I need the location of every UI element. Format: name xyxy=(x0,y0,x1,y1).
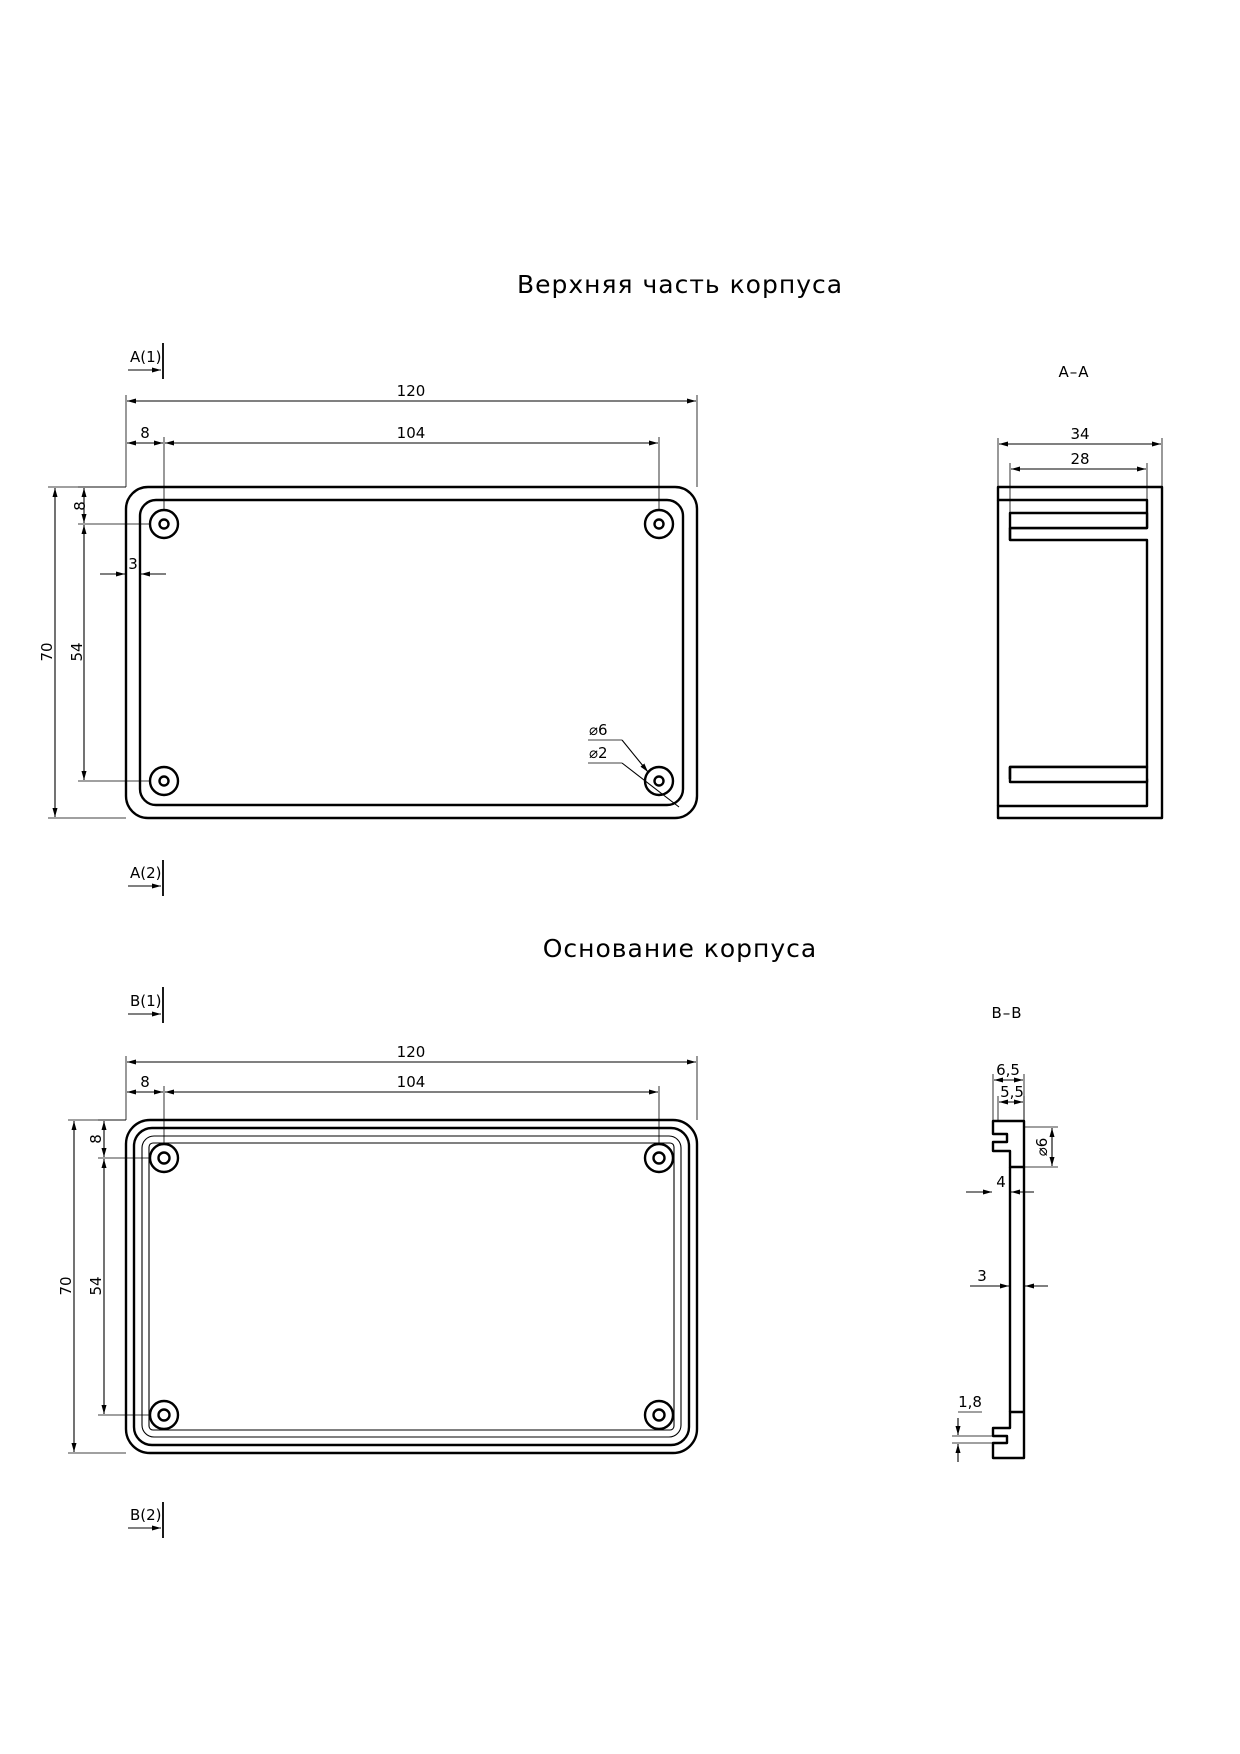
dim-label: 70 xyxy=(38,642,56,661)
dim-label: 3 xyxy=(977,1267,987,1285)
dim-label: ⌀2 xyxy=(589,744,608,762)
boss-outer-circle xyxy=(148,508,180,540)
hole-circle xyxy=(158,518,170,530)
dim-b-plate: 3 xyxy=(970,1267,1048,1289)
cut-marker-a1: A(1) xyxy=(128,343,164,379)
hole-circle xyxy=(158,775,170,787)
section-b-title: B–B xyxy=(991,1004,1022,1022)
boss-outer-circle xyxy=(643,508,675,540)
top-boss-br xyxy=(643,765,675,797)
dim-top-overall-length: 120 xyxy=(125,382,698,487)
hole-circle xyxy=(653,518,665,530)
dim-label: 8 xyxy=(71,501,89,511)
dim-b-boss-diameter: ⌀6 xyxy=(1024,1126,1058,1168)
boss-outer-circle xyxy=(643,1399,675,1431)
section-a-a: A–A 34 28 xyxy=(996,363,1164,820)
dim-label: 104 xyxy=(397,424,426,442)
dim-base-overall-length: 120 xyxy=(125,1043,698,1120)
cut-label-a2: A(2) xyxy=(130,864,162,882)
top-plan-view xyxy=(124,485,699,820)
base-floor-outline xyxy=(148,1142,675,1431)
dim-base-hole-spacing: 8 104 xyxy=(127,1073,660,1144)
dim-b-flange-inner: 5,5 xyxy=(997,1083,1025,1121)
dim-label: 54 xyxy=(68,642,86,661)
dim-label: ⌀6 xyxy=(1033,1138,1051,1157)
base-plan-view xyxy=(124,1118,699,1455)
top-outer-outline xyxy=(124,485,699,820)
boss-outer-circle xyxy=(148,1142,180,1174)
dim-label: 8 xyxy=(87,1134,105,1144)
section-a-rib-bottom xyxy=(1008,765,1149,784)
top-part-title: Верхняя часть корпуса xyxy=(517,270,843,299)
dim-top-overall-height: 70 xyxy=(38,486,126,819)
hole-circle xyxy=(157,1151,171,1165)
dim-base-vertical-holes: 8 54 xyxy=(87,1119,150,1416)
dim-label: 104 xyxy=(397,1073,426,1091)
cut-label-a1: A(1) xyxy=(130,348,162,366)
base-part-title: Основание корпуса xyxy=(543,934,818,963)
dim-base-overall-height: 70 xyxy=(57,1119,126,1454)
cut-marker-b2: B(2) xyxy=(128,1502,164,1538)
hole-circle xyxy=(653,775,665,787)
hole-circle xyxy=(157,1408,171,1422)
dim-label: 6,5 xyxy=(996,1061,1020,1079)
base-boss-br xyxy=(643,1399,675,1431)
dim-top-wall: 3 xyxy=(100,555,166,577)
section-b-b: B–B 6,5 5,5 ⌀6 xyxy=(952,1004,1058,1462)
hole-circle xyxy=(652,1151,666,1165)
dim-label: 4 xyxy=(996,1173,1006,1191)
base-outer-outline xyxy=(124,1118,699,1455)
boss-outer-circle xyxy=(148,1399,180,1431)
top-inner-outline xyxy=(138,498,685,807)
top-boss-tl xyxy=(148,508,180,540)
base-lip-outline xyxy=(132,1126,691,1447)
dim-label: 120 xyxy=(397,1043,426,1061)
boss-outer-circle xyxy=(643,765,675,797)
dim-a-depth: 34 xyxy=(997,425,1163,487)
dim-top-vertical-holes: 8 54 xyxy=(68,486,150,782)
section-a-rib-top xyxy=(1008,511,1149,530)
dim-label: 120 xyxy=(397,382,426,400)
base-boss-tl xyxy=(148,1142,180,1174)
section-b-body xyxy=(991,1119,1026,1460)
dim-label: 1,8 xyxy=(958,1393,982,1411)
cut-label-b1: B(1) xyxy=(130,992,162,1010)
dim-label: 34 xyxy=(1070,425,1089,443)
hole-circle xyxy=(652,1408,666,1422)
dim-label: 5,5 xyxy=(1000,1083,1024,1101)
top-boss-bl xyxy=(148,765,180,797)
boss-outer-circle xyxy=(643,1142,675,1174)
dim-top-diameters: ⌀6 ⌀2 xyxy=(588,721,680,808)
base-boss-bl xyxy=(148,1399,180,1431)
dim-a-inner-depth: 28 xyxy=(1009,450,1148,513)
dim-label: 3 xyxy=(128,555,138,573)
base-boss-tr xyxy=(643,1142,675,1174)
cut-marker-b1: B(1) xyxy=(128,987,164,1023)
top-boss-tr xyxy=(643,508,675,540)
dim-b-flange: 6,5 xyxy=(992,1061,1025,1121)
cut-label-b2: B(2) xyxy=(130,1506,162,1524)
boss-outer-circle xyxy=(148,765,180,797)
dim-label: 8 xyxy=(140,424,150,442)
cut-marker-a2: A(2) xyxy=(128,860,164,896)
dim-b-lip: 4 xyxy=(966,1173,1034,1195)
dim-label: ⌀6 xyxy=(589,721,608,739)
dim-label: 8 xyxy=(140,1073,150,1091)
base-lip-inner xyxy=(141,1135,682,1438)
dim-label: 54 xyxy=(87,1276,105,1295)
base-part-group: Основание корпуса B(1) B(2) xyxy=(57,934,1058,1538)
dim-label: 70 xyxy=(57,1276,75,1295)
dim-label: 28 xyxy=(1070,450,1089,468)
section-a-title: A–A xyxy=(1058,363,1089,381)
dim-top-hole-spacing: 8 104 xyxy=(127,424,660,510)
dim-b-groove: 1,8 xyxy=(952,1393,993,1462)
top-part-group: Верхняя часть корпуса A(1) A(2) xyxy=(38,270,1164,896)
